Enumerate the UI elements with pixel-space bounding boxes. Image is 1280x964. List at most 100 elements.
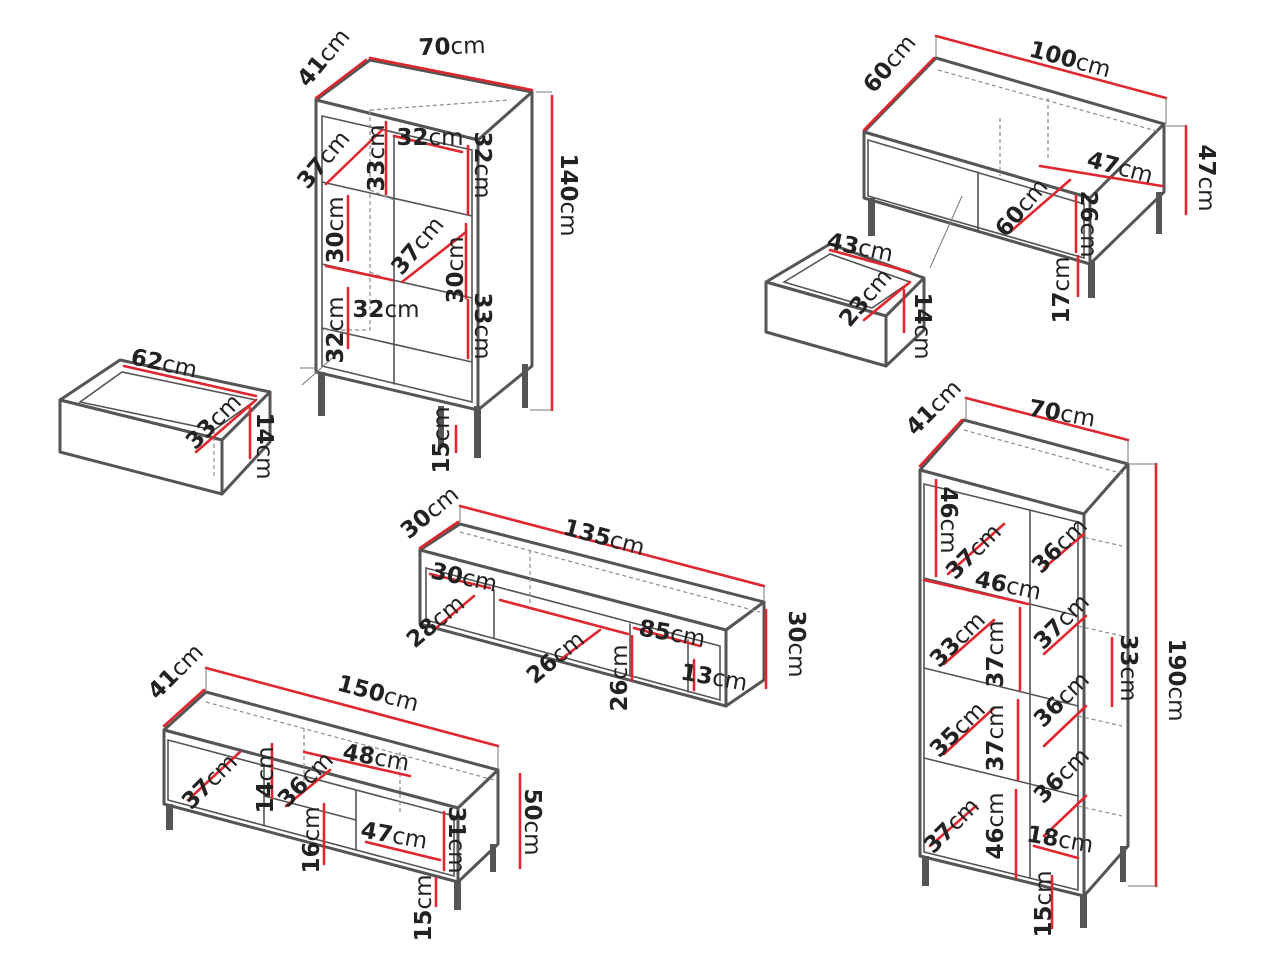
tall-l2-height-value: 37 (983, 656, 1009, 688)
tall-top-height-label: 46cm (936, 486, 962, 553)
tall-l3-height-unit: cm (983, 704, 1009, 739)
tv-center-width-unit: cm (668, 620, 707, 652)
table-height-value: 47 (1194, 144, 1220, 176)
sideboard-width-value: 150 (335, 670, 388, 708)
cab140-legs-height-unit: cm (429, 406, 455, 441)
tall-right-height-unit: cm (1116, 666, 1142, 701)
table-drawer-height-label: 14cm (910, 292, 936, 359)
table-drawer-height-unit: cm (910, 324, 936, 359)
tall-top-height-unit: cm (936, 518, 962, 553)
table-height-unit: cm (1194, 176, 1220, 211)
cab140-drawer-height-unit: cm (252, 444, 278, 479)
cab140-left-upper-height-unit: cm (364, 124, 390, 159)
sideboard-right-width-value: 47 (359, 817, 395, 848)
sideboard-width-label: 150cm (335, 670, 422, 717)
tall-l3-height-label: 37cm (983, 704, 1009, 771)
cab140-left-lower-height-label: 32cm (323, 296, 349, 363)
tv-center-width-label: 85cm (637, 615, 708, 652)
tall-height-value: 190 (1164, 638, 1190, 686)
cab140-left-upper-height-value: 33 (364, 160, 390, 192)
sideboard-mid-height-unit: cm (299, 806, 325, 841)
tall-cabinet-190 (918, 396, 1158, 930)
sideboard-mid-height-label: 16cm (299, 806, 325, 873)
sideboard-top-width-label: 48cm (341, 739, 412, 776)
tv-right-height-value: 13 (679, 659, 715, 690)
sideboard-top-width-unit: cm (372, 744, 411, 776)
table-width-label: 100cm (1027, 36, 1114, 83)
sideboard-width-unit: cm (381, 683, 422, 717)
tall-right-height-value: 33 (1116, 634, 1142, 666)
cab140-right-upper-height-value: 32 (470, 131, 496, 163)
tv-height-unit: cm (784, 642, 810, 677)
tall-width-unit: cm (1058, 400, 1097, 432)
tall-bottom-width-value: 18 (1025, 821, 1061, 852)
cab140-left-mid-width-label: 32cm (352, 297, 419, 323)
table-legs-height-unit: cm (1049, 256, 1075, 291)
tall-bottom-width-unit: cm (1056, 826, 1095, 858)
table-inner-height-unit: cm (1076, 222, 1102, 257)
cab140-drawer-height-label: 14cm (252, 412, 278, 479)
tv-right-height-label: 13cm (679, 659, 750, 696)
sideboard-legs-height-label: 15cm (411, 874, 437, 941)
cab140-left-mid-height-value: 30 (323, 232, 349, 264)
sideboard-drawer-height-value: 14 (253, 782, 279, 814)
tall-legs-height-unit: cm (1031, 870, 1057, 905)
cab140-width-label: 70cm (418, 32, 486, 60)
sideboard-right-width-unit: cm (390, 822, 429, 854)
tall-l4-height-label: 46cm (983, 792, 1009, 859)
cab140-right-upper-height-unit: cm (470, 163, 496, 198)
cab140-height-value: 140 (556, 153, 582, 201)
table-width-unit: cm (1073, 49, 1114, 83)
cab140-left-lower-height-value: 32 (323, 332, 349, 364)
sideboard-height-unit: cm (520, 820, 546, 855)
tall-right-height-label: 33cm (1116, 634, 1142, 701)
tall-top-height-value: 46 (936, 486, 962, 518)
sideboard-right-width-label: 47cm (359, 817, 430, 854)
cab140-height-label: 140cm (556, 153, 582, 236)
tall-l3-height-value: 37 (983, 740, 1009, 772)
tv-height-value: 30 (784, 610, 810, 642)
cab140-width-unit: cm (450, 32, 486, 59)
tall-bottom-width-label: 18cm (1025, 821, 1096, 858)
sideboard-drawer-height-unit: cm (253, 746, 279, 781)
cab140-height-unit: cm (556, 201, 582, 236)
cab140-left-shelf-width-unit: cm (428, 125, 463, 151)
cab140-legs-height-value: 15 (429, 442, 455, 474)
table-legs-height-value: 17 (1049, 292, 1075, 324)
cab140-legs-height-label: 15cm (429, 406, 455, 473)
cab140-left-mid-width-unit: cm (384, 297, 419, 323)
tv-height-label: 30cm (784, 610, 810, 677)
tv-center-width-value: 85 (637, 615, 673, 646)
cab140-left-mid-width-value: 32 (352, 297, 384, 323)
sideboard-150 (162, 666, 522, 910)
cab140-right-mid-height-label: 30cm (443, 236, 469, 303)
tv-right-height-unit: cm (710, 664, 749, 696)
sideboard-right-height-label: 31cm (444, 806, 470, 873)
cab140-right-lower-height-value: 33 (470, 292, 496, 324)
coffee-table-side (1088, 122, 1166, 266)
tall-legs-height-value: 15 (1031, 906, 1057, 938)
tall-l2-height-unit: cm (983, 620, 1009, 655)
tall-height-unit: cm (1164, 686, 1190, 721)
sideboard-height-label: 50cm (520, 788, 546, 855)
cab140-left-lower-height-unit: cm (323, 296, 349, 331)
tall-l2-height-label: 37cm (983, 620, 1009, 687)
table-inner-height-label: 26cm (1076, 190, 1102, 257)
tv-center-height-value: 26 (607, 680, 633, 712)
tv-center-height-label: 26cm (607, 644, 633, 711)
coffee-table (764, 34, 1188, 368)
table-width-value: 100 (1027, 36, 1080, 74)
cab140-right-mid-height-unit: cm (443, 236, 469, 271)
tall-l4-height-unit: cm (983, 792, 1009, 827)
tall-legs-height-label: 15cm (1031, 870, 1057, 937)
cab140-left-shelf-width-value: 32 (396, 125, 428, 151)
cab140-left-upper-height-label: 33cm (364, 124, 390, 191)
cab140-left-mid-height-unit: cm (323, 196, 349, 231)
tall-height-label: 190cm (1164, 638, 1190, 721)
tv-width-value: 135 (561, 514, 614, 552)
tall-l4-height-value: 46 (983, 828, 1009, 860)
cab140-left-mid-height-label: 30cm (323, 196, 349, 263)
table-legs-height-label: 17cm (1049, 256, 1075, 323)
